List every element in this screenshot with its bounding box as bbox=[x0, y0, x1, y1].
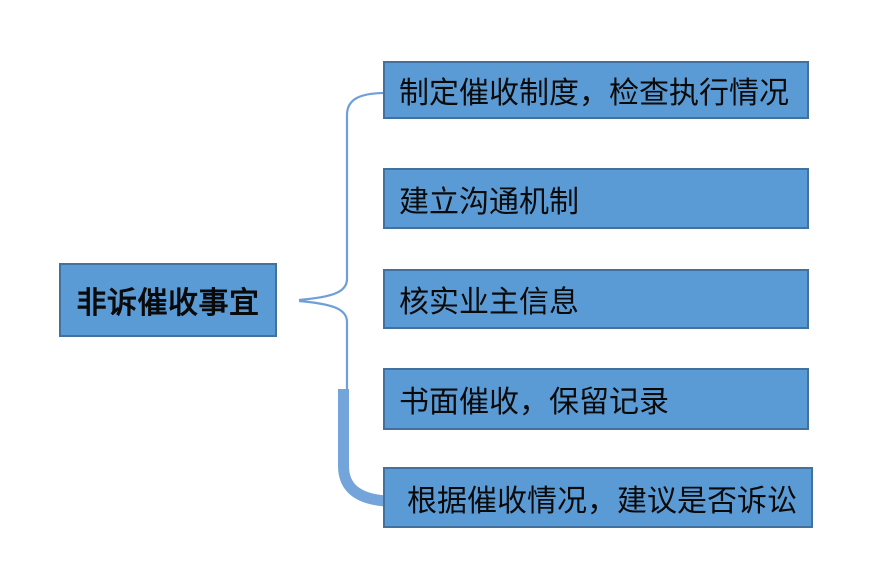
child-node-2: 建立沟通机制 bbox=[383, 168, 809, 229]
child-node-1: 制定催收制度，检查执行情况 bbox=[383, 61, 809, 119]
child-node-4: 书面催收，保留记录 bbox=[383, 368, 809, 430]
child-node-4-label: 书面催收，保留记录 bbox=[399, 386, 669, 419]
connector-upper-branch bbox=[298, 91, 387, 302]
connector-thick-stroke bbox=[338, 389, 387, 507]
child-node-2-label: 建立沟通机制 bbox=[399, 185, 579, 219]
child-node-1-label: 制定催收制度，检查执行情况 bbox=[399, 77, 789, 110]
child-node-3: 核实业主信息 bbox=[383, 269, 809, 329]
child-node-5: 根据催收情况，建议是否诉讼 bbox=[383, 467, 813, 528]
child-node-3-label: 核实业主信息 bbox=[399, 286, 579, 319]
child-node-5-label: 根据催收情况，建议是否诉讼 bbox=[407, 484, 797, 518]
root-node: 非诉催收事宜 bbox=[59, 263, 277, 337]
root-node-label: 非诉催收事宜 bbox=[76, 287, 260, 320]
